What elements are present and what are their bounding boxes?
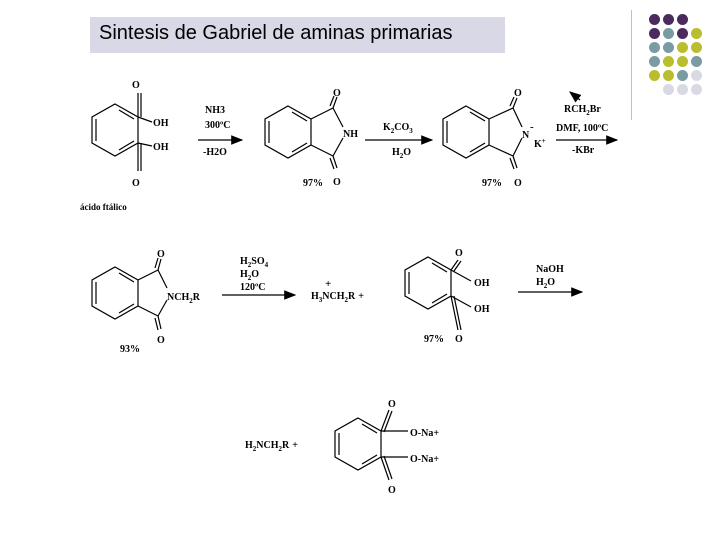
- decor-dot: [677, 14, 688, 25]
- primary-amine-formula: H2NCH2R+: [245, 440, 298, 453]
- decor-dot: [663, 14, 674, 25]
- acid-name: ácido ftálico: [80, 202, 127, 212]
- decor-dot: [649, 14, 660, 25]
- step3-byproduct: -KBr: [572, 145, 595, 156]
- sodium-phthalate-structure: [334, 409, 408, 481]
- ammonium-charge: +: [325, 278, 331, 290]
- slide-title: Sintesis de Gabriel de aminas primarias: [99, 22, 453, 44]
- decor-dot: [663, 42, 674, 53]
- acid2-oh-2: OH: [474, 304, 490, 315]
- phthalimide-nh: NH: [343, 129, 358, 140]
- decor-dot: [677, 84, 688, 95]
- acid2-yield: 97%: [424, 334, 444, 345]
- potassium-phthalimide-structure: [442, 96, 523, 170]
- nalkyl-o-top: O: [157, 249, 165, 260]
- phthalate-o-top: O: [388, 399, 396, 410]
- decor-dot: [663, 56, 674, 67]
- step4-line1: H2SO4: [240, 256, 269, 269]
- acid2-o-bottom: O: [455, 334, 463, 345]
- step1-line2: 300ºC: [205, 120, 231, 131]
- decor-dot: [663, 28, 674, 39]
- step4-line3: 120ºC: [240, 282, 266, 293]
- ammonium-formula: H3NCH2R+: [311, 291, 364, 304]
- decor-dot: [691, 56, 702, 67]
- acid-o-top: O: [132, 80, 140, 91]
- step1-line1: NH3: [205, 105, 225, 116]
- salt-o-bottom: O: [514, 178, 522, 189]
- salt-yield: 97%: [482, 178, 502, 189]
- decor-dot: [663, 84, 674, 95]
- decor-dot: [677, 56, 688, 67]
- phthalimide-yield: 97%: [303, 178, 323, 189]
- decor-dot: [663, 70, 674, 81]
- phthalimide-o-top: O: [333, 88, 341, 99]
- decor-dot: [677, 28, 688, 39]
- decor-dot: [677, 70, 688, 81]
- phthalimide-structure: [264, 95, 344, 170]
- acid-oh-2: OH: [153, 142, 169, 153]
- decor-divider: [631, 10, 632, 120]
- step1-line3: -H2O: [203, 147, 227, 158]
- acid-o-bottom: O: [132, 178, 140, 189]
- salt-o-top: O: [514, 88, 522, 99]
- salt-n: N: [522, 130, 530, 141]
- acid2-oh-1: OH: [474, 278, 490, 289]
- decor-dot: [649, 56, 660, 67]
- step4-line2: H2O: [240, 269, 259, 282]
- decor-dot: [691, 84, 702, 95]
- decor-dot: [691, 42, 702, 53]
- title-bar: [90, 17, 505, 53]
- acid-oh-1: OH: [153, 118, 169, 129]
- nalkyl-yield: 93%: [120, 344, 140, 355]
- step3-reagent: RCH2Br: [564, 104, 601, 117]
- step3-conditions: DMF, 100ºC: [556, 123, 608, 134]
- step5-line1: NaOH: [536, 264, 564, 275]
- phthalimide-o-bottom: O: [333, 177, 341, 188]
- acid2-o-top: O: [455, 248, 463, 259]
- nalkyl-n: NCH2R: [167, 292, 201, 305]
- phthalic-acid-structure: [91, 93, 153, 171]
- phthalate-ona-1: O-Na+: [410, 428, 439, 439]
- step2-solvent: H2O: [392, 147, 411, 160]
- decor-dot: [649, 70, 660, 81]
- salt-k: K+: [534, 137, 546, 150]
- salt-minus: -: [530, 121, 534, 133]
- step5-line2: H2O: [536, 277, 555, 290]
- decor-dot: [649, 42, 660, 53]
- n-alkylphthalimide-structure: [91, 257, 168, 331]
- phthalate-o-bottom: O: [388, 485, 396, 496]
- phthalic-acid-product-structure: [404, 256, 472, 331]
- decor-dot: [649, 28, 660, 39]
- phthalate-ona-2: O-Na+: [410, 454, 439, 465]
- decor-dot: [691, 28, 702, 39]
- step2-reagent: K2CO3: [383, 122, 413, 135]
- decor-dot: [691, 70, 702, 81]
- nalkyl-o-bottom: O: [157, 335, 165, 346]
- decor-dot: [677, 42, 688, 53]
